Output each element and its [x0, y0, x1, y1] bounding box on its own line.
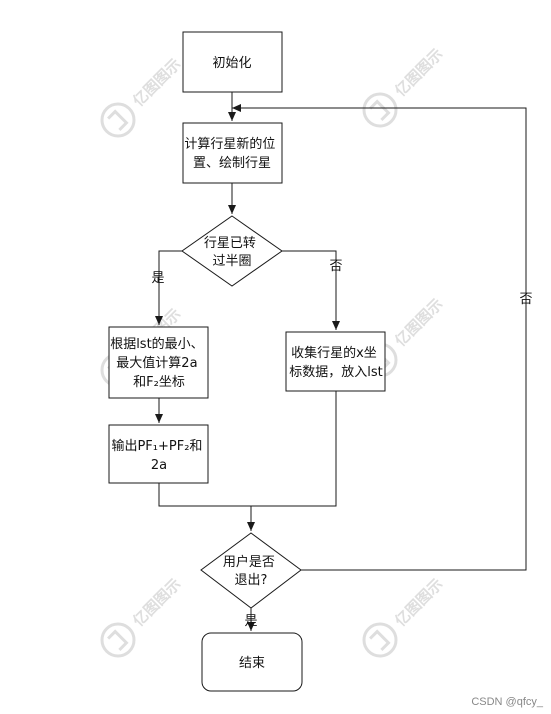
node-init-label: 初始化 [212, 56, 251, 71]
edge-decision-yes [155, 250, 182, 325]
watermark-text: 亿图图示 [391, 45, 446, 100]
watermark-glyph [369, 629, 391, 651]
node-output-label: 输出PF₁+PF₂和 2a [111, 438, 206, 473]
edge-decision-no [282, 250, 340, 330]
node-decision-exit-label: 用户是否 退出? [223, 554, 279, 588]
edge-label-half-no: 否 [329, 259, 342, 274]
node-compute-ellipse-label: 根据lst的最小、 最大值计算2a 和F₂坐标 [110, 336, 208, 390]
node-decision-exit-shape [200, 532, 302, 609]
watermark-text: 亿图图示 [391, 295, 446, 350]
watermark-logo: 亿图图示 [362, 45, 446, 128]
watermark-glyph [107, 629, 129, 651]
edge-label-exit-no: 否 [519, 292, 532, 307]
credit-text: CSDN @qfcy_ [471, 696, 543, 708]
node-compute-box [182, 122, 283, 184]
edge-label-exit-yes: 是 [244, 614, 257, 629]
watermark-icon [362, 622, 398, 658]
edge-exit-no-loop [232, 104, 527, 571]
watermark-logo: 亿图图示 [362, 575, 446, 658]
node-collect-label: 收集行星的x坐 标数据，放入lst [289, 345, 382, 380]
node-compute-ellipse-box [108, 326, 209, 399]
watermark-text: 亿图图示 [129, 575, 184, 630]
watermark-logo: 亿图图示 [100, 55, 184, 138]
watermark-icon [100, 622, 136, 658]
watermark-icon [362, 92, 398, 128]
watermark-text: 亿图图示 [129, 55, 184, 110]
node-init-box [182, 31, 283, 93]
node-decision-half-label: 行星已转 过半圈 [204, 236, 260, 269]
node-output-box [108, 424, 209, 484]
watermark-glyph [369, 99, 391, 121]
watermark-text: 亿图图示 [391, 575, 446, 630]
node-compute-label: 计算行星新的位 置、绘制行星 [184, 136, 279, 171]
edge-output-to-merge [158, 483, 251, 507]
watermark-icon [100, 102, 136, 138]
watermark-glyph [107, 109, 129, 131]
node-collect-box [285, 331, 386, 392]
node-end-box [201, 632, 303, 692]
edge-label-half-yes: 是 [151, 271, 164, 286]
node-decision-half-shape [181, 215, 283, 287]
watermark-logo: 亿图图示 [100, 575, 184, 658]
node-end-label: 结束 [239, 656, 265, 671]
edge-collect-to-merge [251, 391, 337, 507]
